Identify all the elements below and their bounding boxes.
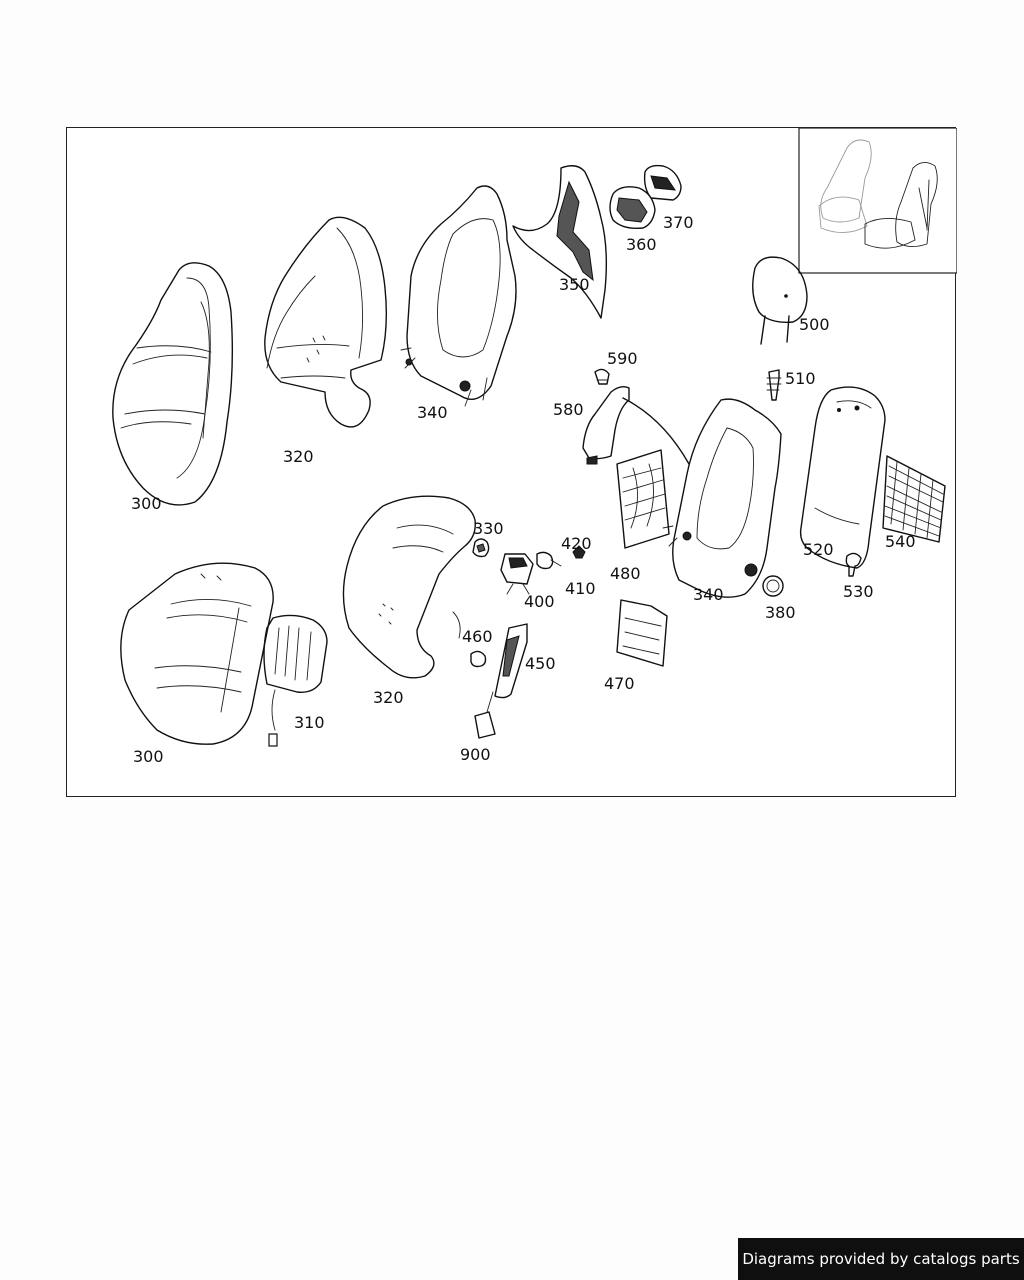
part-410-motor[interactable] — [536, 551, 562, 570]
part-470-pump-module[interactable] — [616, 599, 668, 667]
part-320-pad-lower[interactable] — [342, 495, 476, 679]
part-340-frame-lower[interactable] — [662, 398, 782, 598]
label-400: 400 — [524, 592, 555, 611]
part-530-screw[interactable] — [845, 552, 862, 577]
label-380: 380 — [765, 603, 796, 622]
label-310: 310 — [294, 713, 325, 732]
part-400-switch-unit[interactable] — [500, 553, 534, 595]
part-340-frame-upper[interactable] — [400, 185, 517, 407]
part-350-shell[interactable] — [512, 165, 608, 319]
part-540-net-pocket[interactable] — [882, 455, 946, 543]
label-300-upper: 300 — [131, 494, 162, 513]
label-340-upper: 340 — [417, 403, 448, 422]
part-460-nut[interactable] — [470, 650, 487, 668]
exploded-seat-backrest-drawing: 300 320 340 350 360 — [112, 128, 957, 766]
label-500: 500 — [799, 315, 830, 334]
label-320-upper: 320 — [283, 447, 314, 466]
label-340-lower: 340 — [693, 585, 724, 604]
part-310-seat-heater[interactable] — [263, 614, 328, 747]
parts-diagram: 300 320 340 350 360 — [66, 127, 957, 797]
label-900: 900 — [460, 745, 491, 764]
label-330: 330 — [473, 519, 504, 538]
part-320-pad-upper[interactable] — [264, 216, 388, 428]
part-520-back-panel[interactable] — [799, 386, 886, 569]
label-320-lower: 320 — [373, 688, 404, 707]
label-460: 460 — [462, 627, 493, 646]
label-510: 510 — [785, 369, 816, 388]
part-450-side-airbag[interactable] — [494, 623, 528, 699]
part-380-knob[interactable] — [762, 575, 784, 597]
label-520: 520 — [803, 540, 834, 559]
label-410: 410 — [565, 579, 596, 598]
part-420-clip[interactable] — [572, 545, 586, 559]
label-590: 590 — [607, 349, 638, 368]
part-360-trim[interactable] — [609, 186, 656, 230]
part-300-cover-upper[interactable] — [112, 262, 234, 506]
part-900-control-unit[interactable] — [474, 691, 496, 739]
label-540: 540 — [885, 532, 916, 551]
label-300-lower: 300 — [133, 747, 164, 766]
label-480: 480 — [610, 564, 641, 583]
label-350: 350 — [559, 275, 590, 294]
label-370: 370 — [663, 213, 694, 232]
label-420: 420 — [561, 534, 592, 553]
part-480-lumbar-support[interactable] — [616, 449, 670, 549]
credit-text: Diagrams provided by catalogs parts — [742, 1250, 1020, 1268]
part-500-headrest[interactable] — [752, 256, 808, 345]
seat-location-inset — [798, 128, 957, 274]
label-580: 580 — [553, 400, 584, 419]
label-470: 470 — [604, 674, 635, 693]
label-360: 360 — [626, 235, 657, 254]
part-510-headrest-guide[interactable] — [766, 369, 782, 401]
part-590-clip[interactable] — [594, 368, 610, 385]
label-530: 530 — [843, 582, 874, 601]
part-580-bracket[interactable] — [582, 385, 690, 465]
label-450: 450 — [525, 654, 556, 673]
diagram-credit-badge: Diagrams provided by catalogs parts — [738, 1238, 1024, 1280]
part-300-cover-lower[interactable] — [120, 562, 274, 745]
part-370-trim[interactable] — [643, 164, 682, 201]
part-330-button[interactable] — [472, 538, 490, 558]
